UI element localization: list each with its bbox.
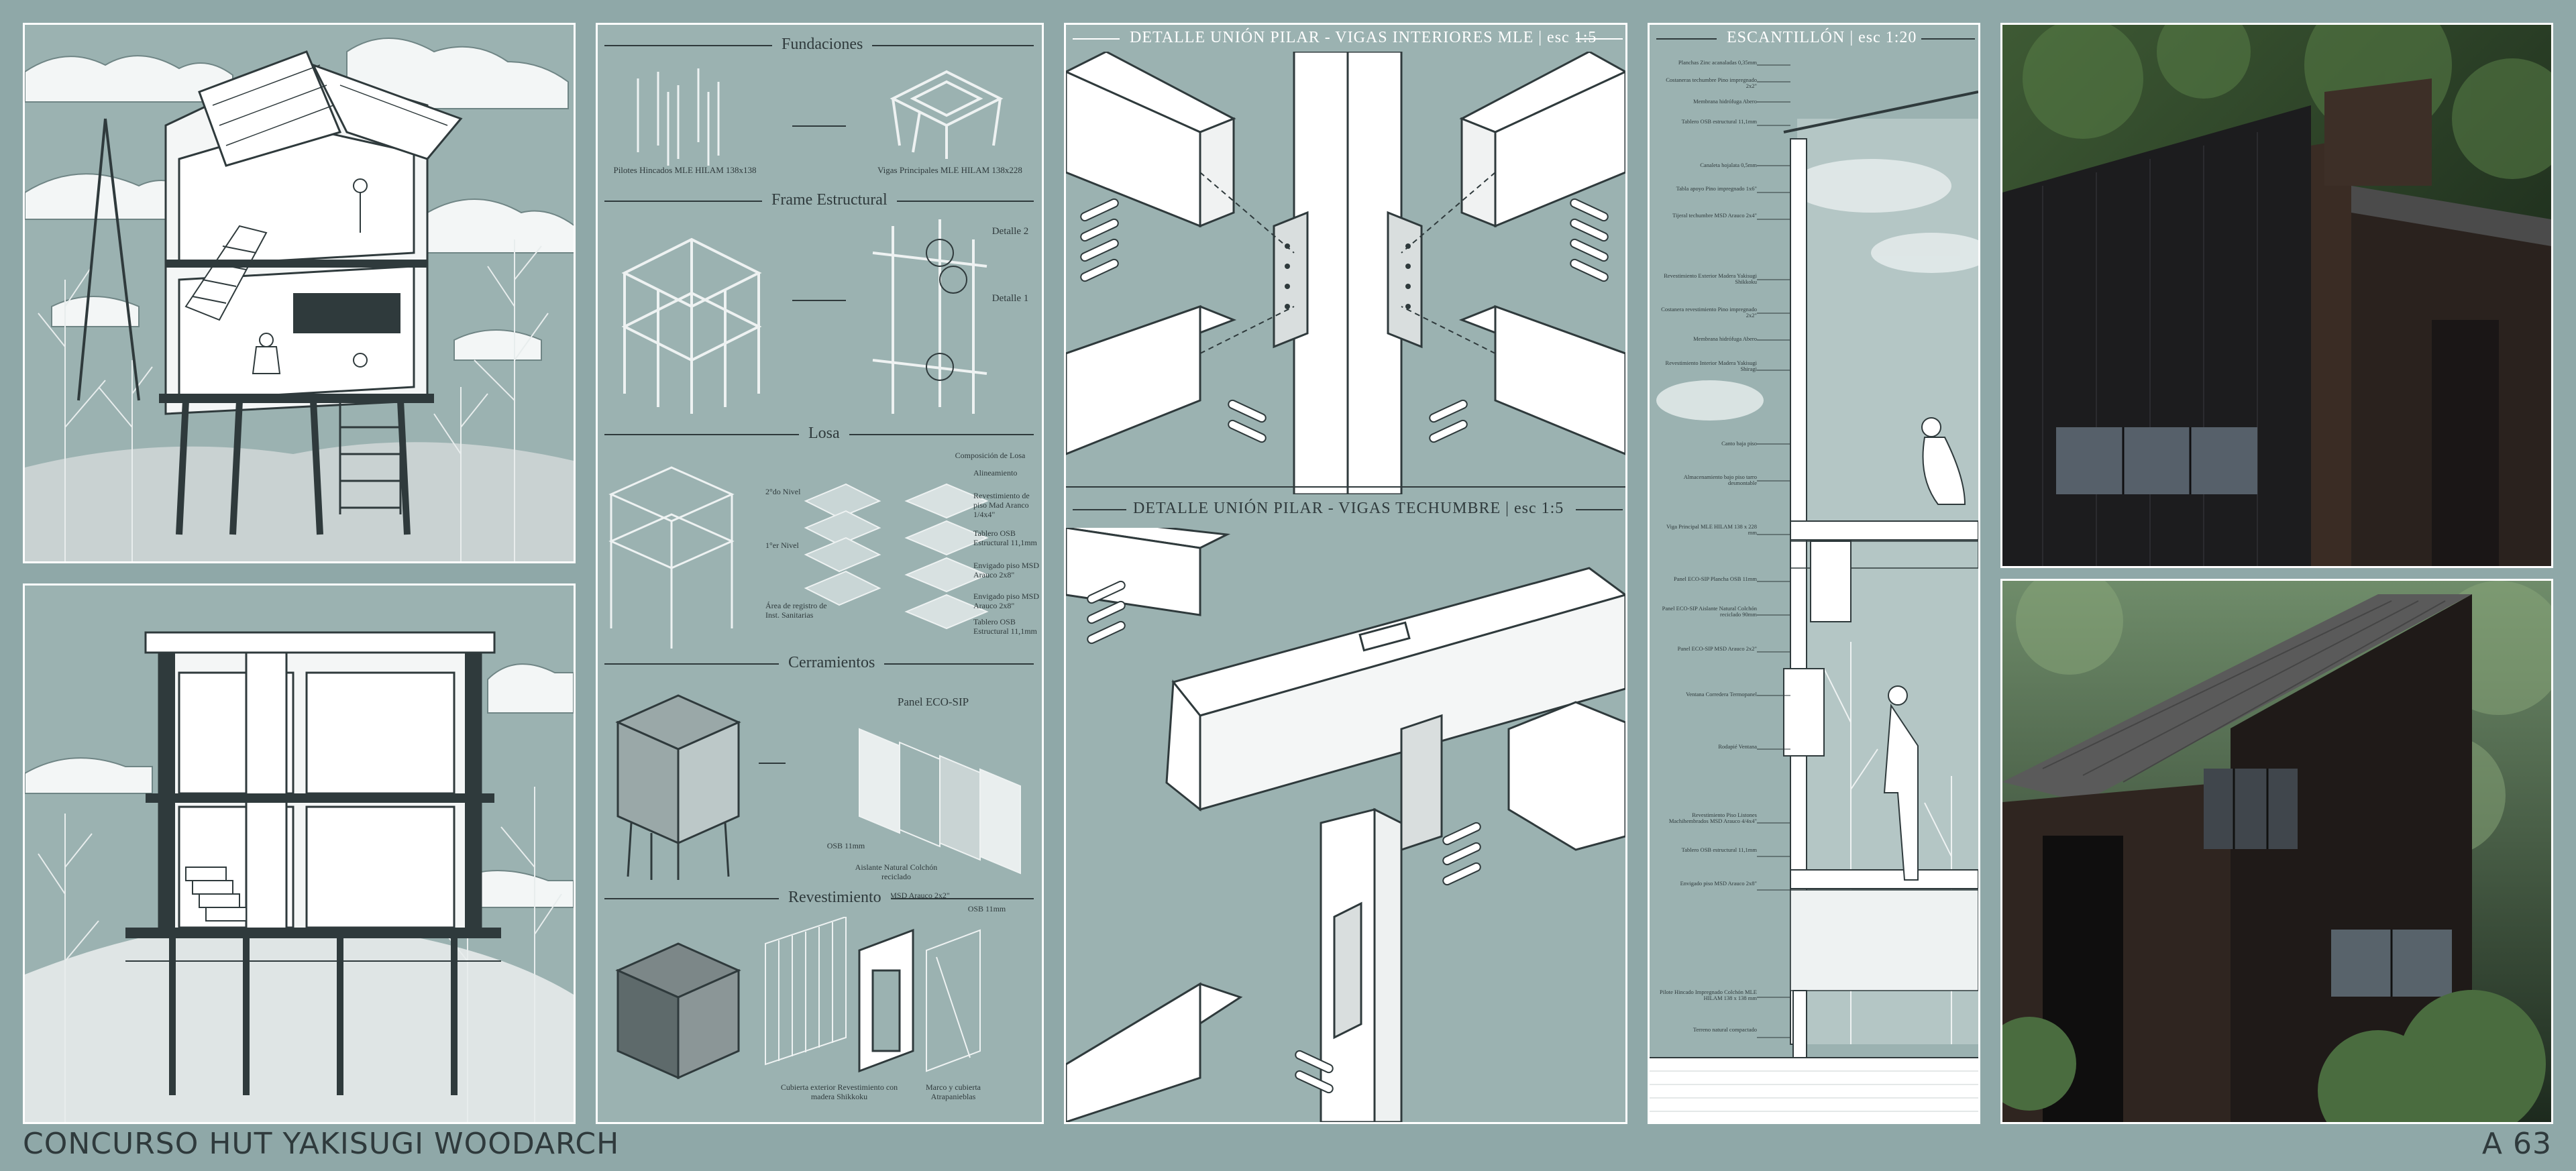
detail-1-title: DETALLE UNIÓN PILAR - VIGAS INTERIORES M… [1130, 29, 1597, 46]
label-envigado-2: Envigado piso MSD Arauco 2x8" [973, 592, 1040, 610]
slab-drawing [608, 466, 881, 649]
main-beams-drawing [890, 70, 1004, 159]
axonometric-exploded-panel: Fundaciones Pilotes Hincados MLE HILAM 1… [596, 23, 1044, 1124]
render-image [2002, 581, 2551, 1122]
detail-1-drawing [1066, 52, 1625, 494]
cabin-section-perspective-top [23, 23, 576, 563]
section-title-cerramientos: Cerramientos [779, 654, 885, 672]
render-exterior-bottom [2000, 579, 2553, 1124]
escantillon-label-15: Panel ECO-SIP Plancha OSB 11mm [1673, 575, 1757, 582]
detail-2-title: DETALLE UNIÓN PILAR - VIGAS TECHUMBRE | … [1133, 500, 1564, 517]
escantillon-label-21: Tablero OSB estructural 11,1mm [1681, 846, 1757, 853]
escantillon-title: ESCANTILLÓN | esc 1:20 [1727, 29, 1917, 46]
cabin-section-perspective-bottom [23, 583, 576, 1124]
label-2do-nivel: 2°do Nivel [765, 487, 801, 496]
label-alineamiento: Alineamiento [973, 468, 1018, 478]
escantillon-label-12: Canto baja piso [1721, 440, 1757, 447]
escantillon-panel: ESCANTILLÓN | esc 1:20 [1648, 23, 1980, 1124]
escantillon-label-13: Almacenamiento bajo piso tarro desmontab… [1683, 473, 1757, 487]
escantillon-label-8: Revestimiento Exterior Madera Yakisugi S… [1664, 272, 1757, 286]
escantillon-label-4: Tablero OSB estructural 11,1mm [1681, 118, 1757, 125]
cabin-illustration [25, 38, 574, 561]
label-revestimiento-piso: Revestimiento de piso Mad Aranco 1/4x4" [973, 491, 1030, 519]
escantillon-label-20: Revestimiento Piso Listones Machihembrad… [1668, 812, 1757, 825]
section-title-revestimiento: Revestimiento [779, 889, 891, 907]
escantillon-label-17: Panel ECO-SIP MSD Arauco 2x2" [1677, 645, 1757, 652]
section-title-frame: Frame Estructural [762, 191, 897, 209]
label-aislante-natural: Aislante Natural Colchón reciclado [855, 862, 938, 881]
label-area-registro: Área de registro de Inst. Sanitarias [765, 601, 827, 620]
render-image [2002, 25, 2551, 566]
section-title-fundaciones: Fundaciones [772, 36, 873, 54]
label-osb-11-b: OSB 11mm [967, 904, 1006, 913]
structural-frame-drawing [621, 237, 762, 414]
label-osb-11-a: OSB 11mm [826, 841, 865, 850]
label-detalle-2: Detalle 2 [991, 226, 1029, 237]
label-tablero-osb-1: Tablero OSB Estructural 11,1mm [973, 528, 1037, 547]
label-composicion-losa: Composición de Losa [955, 451, 1026, 460]
escantillon-label-3: Membrana hidrófuga Abero [1693, 98, 1757, 105]
cladding-drawing [615, 917, 981, 1080]
slab-composition-drawing [904, 483, 989, 630]
escantillon-drawing [1650, 64, 1978, 1122]
escantillon-label-16: Panel ECO-SIP Aislante Natural Colchón r… [1662, 605, 1757, 618]
detail-2-drawing [1066, 528, 1625, 1122]
escantillon-label-23: Pilote Hincado Impregnado Colchón MLE HI… [1660, 989, 1757, 1002]
escantillon-label-22: Envigado piso MSD Arauco 2x8" [1680, 880, 1757, 887]
frame-detail-drawing [872, 219, 987, 414]
escantillon-label-10: Membrana hidrófuga Abero [1693, 335, 1757, 342]
cabin-illustration [25, 631, 574, 1122]
label-envigado-1: Envigado piso MSD Arauco 2x8" [973, 561, 1040, 579]
escantillon-label-5: Canaleta hojalata 0,5mm [1700, 162, 1757, 168]
escantillon-label-7: Tijeral techumbre MSD Arauco 2x4" [1672, 212, 1757, 219]
escantillon-label-1: Planchas Zinc acanaladas 0,35mm [1678, 59, 1757, 66]
eco-sip-panel-drawing [859, 728, 1021, 875]
label-pilotes: Pilotes Hincados MLE HILAM 138x138 [613, 165, 757, 175]
escantillon-label-2: Costaneras techumbre Pino impregnado 2x2… [1666, 76, 1757, 90]
render-exterior-top [2000, 23, 2553, 568]
escantillon-label-24: Terreno natural compactado [1693, 1026, 1757, 1033]
label-detalle-1: Detalle 1 [991, 293, 1029, 304]
label-vigas-principales: Vigas Principales MLE HILAM 138x228 [877, 165, 1022, 175]
project-title: CONCURSO HUT YAKISUGI WOODARCH [23, 1127, 620, 1161]
escantillon-label-6: Tabla apoyo Pino impregnado 1x6" [1676, 185, 1757, 192]
label-marco-cubierta: Marco y cubierta Atrapanieblas [926, 1082, 981, 1101]
escantillon-label-14: Viga Principal MLE HILAM 138 x 228 mm [1666, 523, 1757, 537]
sheet-number: A 63 [2481, 1127, 2552, 1161]
label-1er-nivel: 1°er Nivel [765, 541, 799, 550]
label-msd-2x2: MSD Arauco 2x2" [890, 891, 950, 900]
foundation-piles-drawing [637, 68, 720, 166]
escantillon-label-18: Ventana Corredera Termopanel [1686, 691, 1757, 698]
escantillon-label-19: Rodapié Ventana [1718, 743, 1757, 750]
label-panel-eco-sip: Panel ECO-SIP [897, 695, 969, 708]
escantillon-label-11: Revestimiento Interior Madera Yakisugi S… [1665, 359, 1757, 373]
enclosure-drawing [615, 694, 741, 880]
escantillon-label-9: Costanera revestimiento Pino impregnado … [1661, 306, 1757, 319]
section-title-losa: Losa [799, 425, 849, 443]
label-tablero-osb-2: Tablero OSB Estructural 11,1mm [973, 617, 1037, 636]
label-cubierta-exterior: Cubierta exterior Revestimiento con made… [780, 1082, 898, 1101]
joint-details-panel: DETALLE UNIÓN PILAR - VIGAS INTERIORES M… [1064, 23, 1627, 1124]
